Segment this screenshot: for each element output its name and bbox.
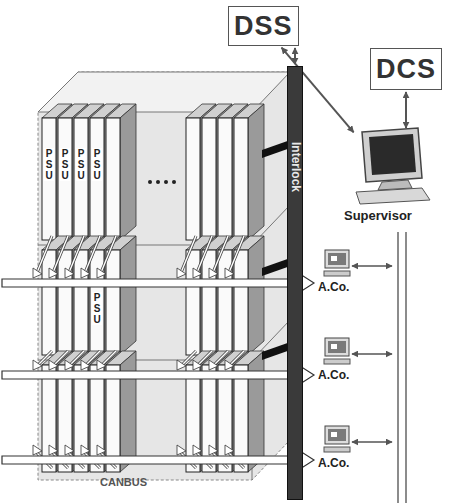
psu-module <box>234 250 248 355</box>
module-side <box>104 236 120 355</box>
computer-icon <box>322 248 352 278</box>
module-side <box>232 104 248 240</box>
module-side <box>216 104 232 240</box>
node-label: A.Co. <box>318 280 349 294</box>
connector-arrow <box>405 92 407 128</box>
module-side <box>56 104 72 240</box>
module-side <box>120 104 136 240</box>
dot <box>172 180 176 184</box>
computer-icon <box>322 424 352 454</box>
computer-icon <box>322 336 352 366</box>
psu-module <box>42 118 56 240</box>
aco-computer: A.Co. <box>316 424 364 474</box>
module-side <box>232 236 248 355</box>
bus-line <box>405 232 407 503</box>
module-side <box>104 104 120 240</box>
interlock-bar: Interlock <box>287 66 303 500</box>
psu-module <box>58 250 72 355</box>
psu-module <box>106 118 120 240</box>
node-label: Interlock <box>289 142 303 192</box>
psu-modules <box>42 104 264 472</box>
bus-label: CANBUS <box>100 476 147 488</box>
psu-module <box>90 250 104 355</box>
module-side <box>248 236 264 355</box>
monitor-icon <box>352 126 432 206</box>
module-side <box>104 351 120 472</box>
psu-module <box>106 250 120 355</box>
psu-module <box>74 118 88 240</box>
dot <box>148 180 152 184</box>
module-label: PSU <box>60 148 70 181</box>
module-label: PSU <box>92 148 102 181</box>
dss-box: DSS <box>228 6 299 46</box>
psu-module <box>186 118 200 240</box>
node-label: A.Co. <box>318 368 349 382</box>
dot <box>164 180 168 184</box>
dot <box>156 180 160 184</box>
module-side <box>248 104 264 240</box>
module-label: PSU <box>44 148 54 181</box>
module-side <box>72 104 88 240</box>
node-label: A.Co. <box>318 456 349 470</box>
psu-module <box>202 250 216 355</box>
psu-module <box>234 118 248 240</box>
psu-module <box>90 118 104 240</box>
aco-computer: A.Co. <box>316 336 364 386</box>
psu-module <box>202 118 216 240</box>
psu-module <box>218 118 232 240</box>
module-side <box>56 236 72 355</box>
psu-module <box>186 250 200 355</box>
aco-bus-arrows <box>352 266 392 442</box>
aco-computer: A.Co. <box>316 248 364 298</box>
module-side <box>88 236 104 355</box>
module-side <box>120 236 136 355</box>
module-side <box>200 104 216 240</box>
module-side <box>88 104 104 240</box>
psu-module <box>74 250 88 355</box>
module-label: PSU <box>76 148 86 181</box>
canbus-arrow <box>2 274 314 292</box>
canbus-arrows <box>2 236 314 469</box>
module-side <box>232 351 248 472</box>
module-side <box>248 351 264 472</box>
canbus-arrow <box>2 451 314 469</box>
psu-module <box>42 250 56 355</box>
module-side <box>200 236 216 355</box>
canbus-arrow <box>2 366 314 384</box>
module-side <box>72 236 88 355</box>
node-label: DSS <box>234 11 293 42</box>
node-label: DCS <box>376 54 436 85</box>
bus-line <box>397 232 399 503</box>
node-label: Supervisor <box>344 208 412 223</box>
module-side <box>120 351 136 472</box>
supervisor-computer: Supervisor <box>340 126 445 230</box>
psu-module <box>58 118 72 240</box>
module-label: PSU <box>92 292 102 325</box>
crate-frame <box>38 72 290 480</box>
psu-module <box>218 250 232 355</box>
module-side <box>216 236 232 355</box>
dcs-box: DCS <box>370 48 442 90</box>
